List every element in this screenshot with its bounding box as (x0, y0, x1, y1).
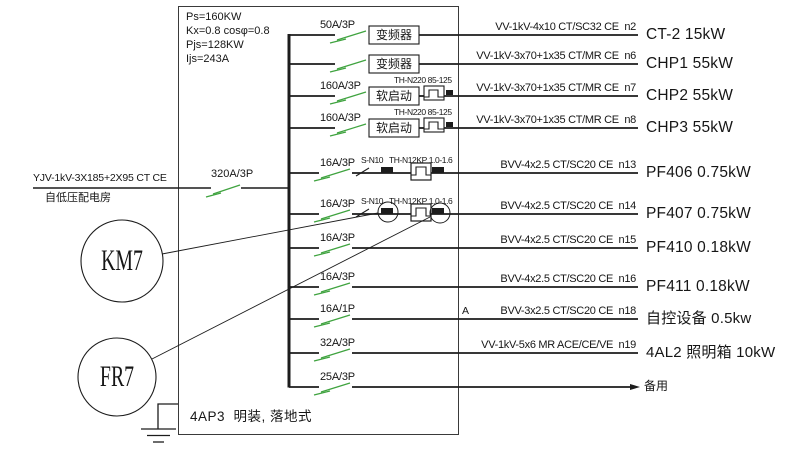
vfd-box-label: 变频器 (375, 28, 412, 42)
breaker-rating-label: 25A/3P (320, 371, 355, 383)
breaker-rating-label: 50A/3P (320, 19, 355, 31)
phase-label: A (462, 305, 470, 317)
branch-row-3 (289, 117, 638, 138)
incoming-line (33, 184, 290, 198)
relay-ref-circle (77, 337, 157, 417)
thermal-relay-label: TH-N12KP 1.0-1.6 (389, 196, 453, 206)
load-label: 自控设备 0.5kw (646, 310, 752, 327)
load-label: CHP1 55kW (646, 55, 734, 72)
breaker-rating-label: 16A/3P (320, 271, 355, 283)
breaker-rating-label: 160A/3P (320, 80, 361, 92)
incoming-cable-label: YJV-1kV-3X185+2X95 CT CE (33, 172, 167, 184)
relay-callout-circle (429, 202, 451, 224)
contactor-callout-circle (377, 201, 399, 223)
cable-spec-label: BVV-4x2.5 CT/SC20 CE n16 (500, 273, 636, 285)
load-label: PF406 0.75kW (646, 164, 751, 181)
branch-row-0 (289, 25, 638, 45)
panel-outline (178, 6, 459, 435)
vfd-box-label: 变频器 (375, 57, 412, 71)
contactor-leader-line (161, 212, 379, 255)
ground-symbol (141, 403, 178, 443)
cable-spec-label: BVV-4x2.5 CT/SC20 CE n15 (500, 234, 636, 246)
load-label: CHP3 55kW (646, 119, 734, 136)
load-label: PF410 0.18kW (646, 239, 751, 256)
branch-row-8 (289, 314, 638, 328)
cable-spec-label: BVV-4x2.5 CT/SC20 CE n14 (500, 200, 636, 212)
cable-spec-label: VV-1kV-3x70+1x35 CT/MR CE n8 (476, 114, 636, 126)
relay-ref-label: FR7 (99, 360, 135, 393)
contactor-ref-circle (80, 219, 164, 303)
branch-row-7 (289, 282, 638, 296)
branch-row-10 (289, 382, 640, 396)
softstart-box-label: 软启动 (375, 121, 412, 135)
branch-row-6 (289, 243, 638, 257)
incoming-source-label: 自低压配电房 (45, 192, 111, 204)
cable-spec-label: VV-1kV-4x10 CT/SC32 CE n2 (495, 21, 636, 33)
calc-current-label: Ijs=243A (186, 53, 230, 65)
breaker-rating-label: 160A/3P (320, 112, 361, 124)
breaker-rating-label: 16A/3P (320, 198, 355, 210)
breaker-rating-label: 16A/1P (320, 303, 355, 315)
load-label: 4AL2 照明箱 10kW (646, 344, 776, 361)
load-label: 备用 (644, 379, 669, 393)
cable-spec-label: BVV-3x2.5 CT/SC20 CE n18 (500, 305, 636, 317)
demand-factor-label: Kx=0.8 cosφ=0.8 (186, 25, 270, 37)
breaker-rating-label: 32A/3P (320, 337, 355, 349)
calc-power-label: Ps=160KW (186, 11, 242, 23)
branch-row-5 (289, 201, 638, 224)
branch-row-1 (289, 54, 638, 74)
branch-row-2 (289, 85, 638, 106)
relay-leader-line (151, 216, 431, 360)
thermal-relay-label: TH-N220 85-125 (394, 75, 452, 85)
branch-row-4 (289, 162, 638, 182)
spare-arrow (630, 384, 640, 390)
cable-spec-label: BVV-4x2.5 CT/SC20 CE n13 (500, 159, 636, 171)
branch-row-9 (289, 348, 638, 362)
cable-spec-label: VV-1kV-5x6 MR ACE/CE/VE n19 (481, 339, 636, 351)
breaker-rating-label: 16A/3P (320, 232, 355, 244)
load-label: CT-2 15kW (646, 26, 726, 43)
load-label: PF407 0.75kW (646, 205, 751, 222)
load-label: PF411 0.18kW (646, 278, 750, 295)
thermal-relay-label: TH-N220 85-125 (394, 107, 452, 117)
cable-spec-label: VV-1kV-3x70+1x35 CT/MR CE n6 (476, 50, 636, 62)
load-label: CHP2 55kW (646, 87, 734, 104)
contactor-ref-label: KM7 (101, 244, 143, 277)
thermal-relay-label: TH-N12KP 1.0-1.6 (389, 155, 453, 165)
contactor-model-label: S-N10 (361, 155, 384, 165)
incoming-breaker-label: 320A/3P (211, 168, 254, 180)
breaker-rating-label: 16A/3P (320, 157, 355, 169)
softstart-box-label: 软启动 (375, 89, 412, 103)
cable-spec-label: VV-1kV-3x70+1x35 CT/MR CE n7 (476, 82, 636, 94)
calc-load-label: Pjs=128KW (186, 39, 244, 51)
panel-name-label: 4AP3 明装, 落地式 (190, 409, 313, 424)
contactor-model-label: S-N10 (361, 196, 384, 206)
